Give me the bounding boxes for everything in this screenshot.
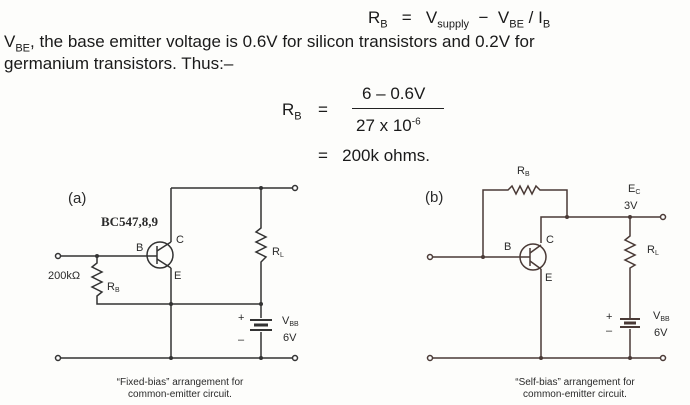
resistor-rb-b (482, 184, 568, 257)
label-collector-b: C (546, 234, 554, 246)
label-collector: C (176, 234, 184, 246)
label-a: (a) (68, 190, 86, 207)
rb-label: RB (107, 281, 120, 294)
circuit-b-self-bias (426, 184, 667, 362)
caption-a-2: common-emitter circuit. (128, 389, 232, 400)
label-emitter-b: E (545, 272, 552, 284)
resistor-rb (90, 256, 261, 305)
caption-b-2: common-emitter circuit. (523, 389, 627, 400)
formula-equals: = (318, 100, 328, 119)
resistor-rl (254, 188, 268, 304)
formula-numerator: 6 – 0.6V (362, 84, 426, 103)
label-base-b: B (504, 241, 511, 253)
rl-label: RL (272, 246, 284, 259)
resistor-rl-b (623, 217, 637, 318)
ec-label: EC (628, 183, 640, 196)
paragraph-line-1: VBE, the base emitter voltage is 0.6V fo… (4, 32, 535, 55)
vbb-value: 6V (283, 332, 297, 344)
vbb-value-b: 6V (654, 327, 668, 339)
plus-sign-b: + (606, 311, 612, 323)
rl-label-b: RL (647, 244, 659, 257)
formula-result: = 200k ohms. (318, 146, 430, 165)
minus-sign-b: – (606, 325, 613, 337)
vbb-label-b: VBB (653, 310, 670, 323)
label-b: (b) (425, 189, 443, 206)
rb-label-b: RB (517, 165, 530, 178)
fraction-bar (352, 108, 444, 109)
transistor-part-number: BC547,8,9 (101, 214, 159, 229)
paragraph-line-2: germanium transistors. Thus:– (4, 54, 234, 73)
vbb-label: VBB (282, 315, 299, 328)
rb-value: 200kΩ (48, 270, 80, 282)
circuit-a-fixed-bias (54, 184, 299, 362)
plus-sign: + (238, 312, 244, 324)
caption-a-1: “Fixed-bias” arrangement for (117, 377, 244, 388)
minus-sign: – (238, 334, 245, 346)
label-base: B (136, 242, 143, 254)
ec-value: 3V (624, 200, 638, 212)
label-emitter: E (174, 270, 181, 282)
formula-denominator: 27 x 10-6 (356, 116, 421, 135)
formula-rb-supply: RB = Vsupply − VBE / IB (368, 8, 551, 31)
formula-rb-lhs: RB (282, 100, 302, 123)
caption-b-1: “Self-bias” arrangement for (515, 377, 635, 388)
transistor-symbol (146, 241, 174, 269)
